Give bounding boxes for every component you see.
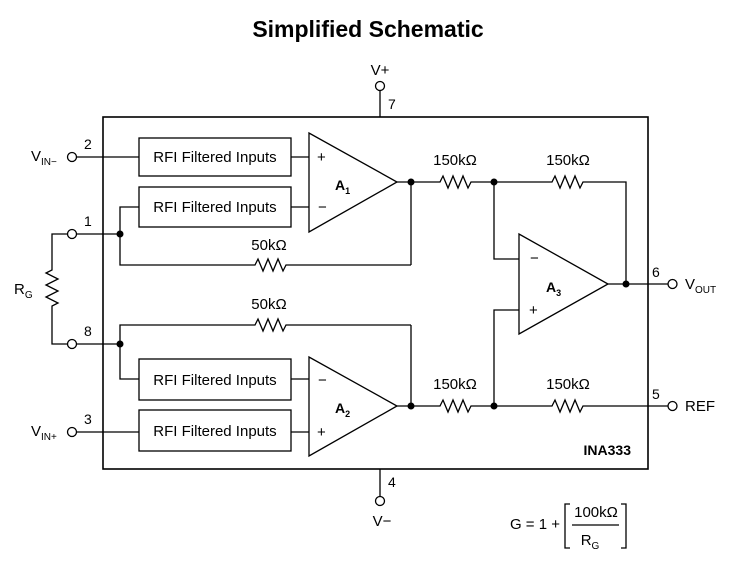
opamp-a3: − + A3 <box>518 232 668 336</box>
ref-output: 5 REF <box>652 386 715 415</box>
resistor-150k-in-top <box>435 174 476 190</box>
opamp-a3-label: A3 <box>546 279 561 298</box>
opamp-a2: − + A2 <box>291 355 435 458</box>
vin-minus-input: VIN− 2 <box>31 136 139 168</box>
pin-5-label: 5 <box>652 386 660 402</box>
opamp-a3-triangle <box>518 232 610 336</box>
vpos-terminal <box>374 80 386 92</box>
part-name-label: INA333 <box>584 442 632 458</box>
resistor-150k-fb-top <box>547 174 588 190</box>
node-dot <box>407 178 415 186</box>
gain-formula-prefix: G = 1 + <box>510 516 560 533</box>
rg-resistor-symbol <box>44 233 68 345</box>
resistor-150k-in-bottom-label: 150kΩ <box>433 376 477 393</box>
vin-plus-label: VIN+ <box>31 423 57 443</box>
pin-1-terminal <box>66 228 78 240</box>
rfi-block-label: RFI Filtered Inputs <box>153 149 276 166</box>
vout-terminal <box>667 278 678 290</box>
pin-1-label: 1 <box>84 213 92 229</box>
vpos-supply: V+ 7 <box>371 62 396 117</box>
vin-minus-label: VIN− <box>31 148 57 168</box>
gain-formula: G = 1 + 100kΩ RG <box>510 503 627 552</box>
resistor-50k-top-label: 50kΩ <box>251 237 286 254</box>
resistor-50k-bottom-label: 50kΩ <box>251 296 286 313</box>
ref-label: REF <box>685 398 715 415</box>
node-dot <box>116 340 124 348</box>
rg-label: RG <box>14 281 33 301</box>
opamp-a3-minus: − <box>530 250 539 267</box>
resistor-50k-top <box>250 257 291 273</box>
rfi-block-4: RFI Filtered Inputs <box>138 409 292 452</box>
resistor-150k-fb-top-label: 150kΩ <box>546 152 590 169</box>
opamp-a1-triangle <box>308 131 399 234</box>
opamp-a3-plus: + <box>529 302 538 319</box>
pin-2-label: 2 <box>84 136 92 152</box>
vin-plus-terminal <box>66 426 78 438</box>
opamp-a2-label: A2 <box>335 400 350 419</box>
opamp-a2-plus: + <box>317 424 326 441</box>
vneg-supply: V− 4 <box>373 469 396 530</box>
node-dot <box>116 230 124 238</box>
opamp-a1-label: A1 <box>335 177 350 196</box>
opamp-a1-minus: − <box>318 199 327 216</box>
opamp-a1: + − A1 <box>291 131 435 234</box>
resistor-150k-in-bottom <box>435 398 476 414</box>
opamp-a1-plus: + <box>317 149 326 166</box>
vin-plus-input: VIN+ 3 <box>31 411 139 443</box>
node-dot <box>622 280 630 288</box>
vin-minus-terminal <box>66 151 78 163</box>
vneg-terminal <box>374 495 386 507</box>
pin-6-label: 6 <box>652 264 660 280</box>
vpos-label: V+ <box>371 62 390 79</box>
node-dot <box>407 402 415 410</box>
gain-resistor: RG 1 8 <box>14 213 120 350</box>
pin-8-label: 8 <box>84 323 92 339</box>
pin-7-label: 7 <box>388 96 396 112</box>
opamp-a2-triangle <box>308 355 399 458</box>
pin-3-label: 3 <box>84 411 92 427</box>
resistor-150k-ref-bottom-label: 150kΩ <box>546 376 590 393</box>
ref-terminal <box>667 400 678 412</box>
rfi-block-label: RFI Filtered Inputs <box>153 423 276 440</box>
gain-formula-denominator: RG <box>581 532 600 552</box>
resistor-50k-bottom <box>250 317 291 333</box>
vneg-label: V− <box>373 513 392 530</box>
formula-right-bracket <box>621 503 627 549</box>
opamp-a2-minus: − <box>318 372 327 389</box>
rfi-block-label: RFI Filtered Inputs <box>153 372 276 389</box>
formula-left-bracket <box>564 503 570 549</box>
vout-label: VOUT <box>685 276 716 296</box>
pin-8-terminal <box>66 338 78 350</box>
resistor-150k-in-top-label: 150kΩ <box>433 152 477 169</box>
rfi-block-label: RFI Filtered Inputs <box>153 199 276 216</box>
pin-4-label: 4 <box>388 474 396 490</box>
vout-output: 6 VOUT <box>652 264 716 296</box>
gain-formula-numerator: 100kΩ <box>574 504 618 521</box>
resistor-150k-ref-bottom <box>547 398 588 414</box>
page-title: Simplified Schematic <box>252 16 484 42</box>
